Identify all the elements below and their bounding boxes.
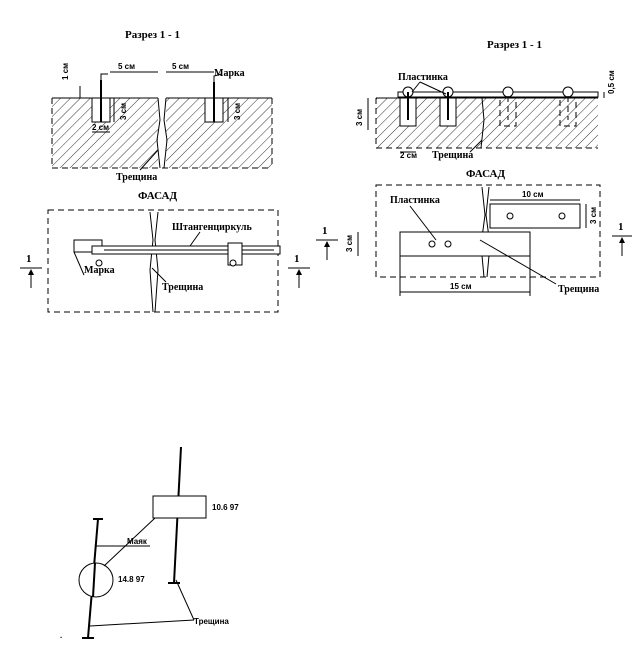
date-circle: 14.8 97 bbox=[118, 575, 145, 584]
dim-5cm-b: 5 см bbox=[172, 62, 189, 71]
svg-text:1: 1 bbox=[26, 253, 32, 265]
bottom-crack-label: Трещина bbox=[194, 617, 229, 626]
right-section-mark-left: 1 bbox=[316, 225, 338, 260]
right-section-mark-right: 1 bbox=[612, 221, 632, 256]
dim-15cm: 15 см bbox=[450, 282, 472, 291]
left-facade-view: ФАСАД Штангенциркуль Марка Трещина 1 1 bbox=[20, 190, 310, 313]
section-mark-left: 1 bbox=[20, 253, 42, 288]
left-crack-label: Трещина bbox=[116, 172, 157, 183]
facade-crack-line bbox=[149, 211, 154, 313]
crack-line bbox=[156, 97, 161, 169]
mark-label: Марка bbox=[214, 68, 245, 79]
right-facade-frame bbox=[375, 184, 601, 278]
dim-5cm-a: 5 см bbox=[118, 62, 135, 71]
right-crack-line bbox=[480, 97, 485, 149]
dim-05cm: 0,5 см bbox=[607, 70, 616, 94]
facade-mark-pin bbox=[95, 259, 103, 267]
dim-3cm-right: 3 см bbox=[589, 207, 598, 224]
dim-3cm-b: 3 см bbox=[233, 103, 242, 120]
facade-crack-label: Трещина bbox=[162, 282, 203, 293]
dim-1cm: 1 см bbox=[61, 63, 70, 80]
right-facade-crack bbox=[480, 186, 486, 278]
plate-upper bbox=[489, 203, 581, 229]
plate-lower bbox=[399, 231, 531, 257]
dim-2cm: 2 см bbox=[92, 123, 109, 132]
left-facade-frame bbox=[47, 209, 279, 313]
left-facade-title: ФАСАД bbox=[138, 190, 177, 202]
right-facade-crack-label: Трещина bbox=[558, 284, 599, 295]
right-crack-label: Трещина bbox=[432, 150, 473, 161]
svg-text:1: 1 bbox=[322, 225, 328, 237]
left-section-title: Разрез 1 - 1 bbox=[125, 29, 180, 41]
date-top: 10.6 97 bbox=[212, 503, 239, 512]
svg-text:1: 1 bbox=[618, 221, 624, 233]
beacon-label: Маяк bbox=[127, 537, 148, 546]
right-dim-2cm: 2 см bbox=[400, 151, 417, 160]
dim-3cm-a: 3 см bbox=[119, 103, 128, 120]
dim-3cm-left: 3 см bbox=[345, 235, 354, 252]
right-facade-title: ФАСАД bbox=[466, 168, 505, 180]
facade-mark-label: Марка bbox=[84, 265, 115, 276]
beacon-rect bbox=[152, 495, 207, 519]
dim-10cm: 10 см bbox=[522, 190, 544, 199]
right-plate-label: Пластинка bbox=[398, 72, 448, 83]
section-mark-right: 1 bbox=[288, 253, 310, 288]
right-section-title: Разрез 1 - 1 bbox=[487, 39, 542, 51]
corner-mark: . bbox=[60, 631, 62, 640]
right-facade-view: ФАСАД Пластинка 10 см 3 см 3 см 15 см Тр… bbox=[316, 168, 632, 296]
right-section-view: Разрез 1 - 1 Пластинка 0,5 см 3 см 2 см … bbox=[355, 39, 616, 161]
caliper-label: Штангенциркуль bbox=[172, 222, 252, 233]
beacon-sketch: 10.6 97 14.8 97 Маяк Трещина . bbox=[60, 446, 239, 640]
left-section-view: Разрез 1 - 1 1 см 5 см 5 см Марка 3 см 3… bbox=[51, 29, 273, 183]
facade-plate-label: Пластинка bbox=[390, 195, 440, 206]
svg-text:1: 1 bbox=[294, 253, 300, 265]
plate bbox=[397, 91, 599, 98]
right-dim-3cm: 3 см bbox=[355, 109, 364, 126]
beacon-circle bbox=[78, 562, 114, 598]
